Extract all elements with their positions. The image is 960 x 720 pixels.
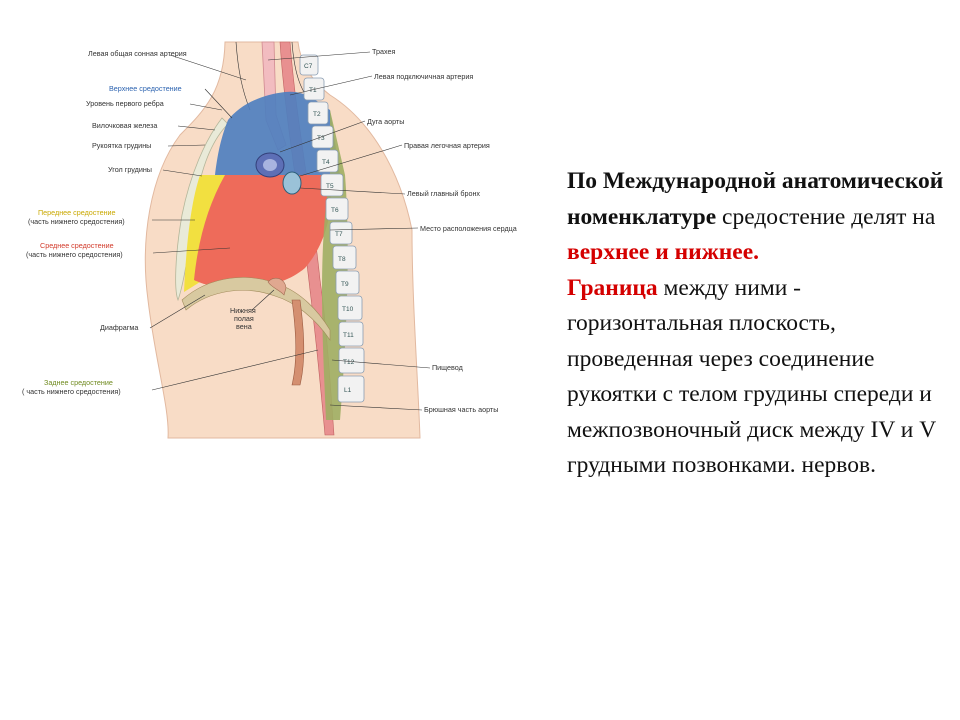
- diaphragm-shape: [181, 277, 331, 341]
- label-first-rib-level: Уровень первого ребра: [86, 99, 164, 108]
- ivc-shape: [267, 277, 287, 296]
- label-thymus: Вилочковая железа: [92, 121, 157, 130]
- label-abdominal-aorta: Брюшная часть аорты: [424, 405, 498, 414]
- label-middle-mediastinum: Среднее средостение: [40, 241, 114, 250]
- label-manubrium: Рукоятка грудины: [92, 141, 151, 150]
- leader-lines: [149, 51, 431, 411]
- descending-aorta-shape: [291, 299, 305, 386]
- vertebra-label: T10: [342, 306, 354, 313]
- text-boundary-desc: между ними - горизонтальная плоскость, п…: [567, 274, 936, 479]
- vertebra-label: T12: [343, 359, 355, 366]
- text-boundary: Граница: [567, 274, 658, 301]
- label-ivc-line1: Нижняя: [230, 306, 256, 315]
- vertebra-label: T4: [322, 159, 330, 166]
- text-nomenclature: По Международной анатомической номенклат…: [567, 168, 944, 230]
- label-diaphragm: Диафрагма: [100, 323, 138, 332]
- vertebra-label: T9: [341, 281, 349, 288]
- text-divide: средостение делят на: [716, 203, 936, 230]
- text-upper-lower: верхнее и нижнее.: [567, 239, 760, 265]
- mediastinum-diagram: C7 T1 T2 T3 T4 T5 T6 T7 T8 T9 T10 T11 T1…: [22, 41, 517, 439]
- label-posterior-mediastinum-note: ( часть нижнего средостения): [22, 387, 121, 396]
- label-left-main-bronchus: Левый главный бронх: [407, 189, 480, 198]
- label-sternal-angle: Угол грудины: [108, 165, 152, 174]
- label-trachea: Трахея: [372, 47, 395, 56]
- vertebra-label: T2: [313, 111, 321, 118]
- vertebra-label: T11: [343, 332, 354, 339]
- bronchus-shape: [282, 171, 302, 195]
- vertebra-label: T5: [326, 183, 334, 190]
- label-ivc-line2: полая: [234, 314, 254, 323]
- vertebra-label: T8: [338, 256, 346, 263]
- vertebra-label: C7: [304, 63, 313, 70]
- label-aortic-arch: Дуга аорты: [367, 117, 404, 126]
- label-left-common-carotid: Левая общая сонная артерия: [88, 49, 187, 58]
- label-anterior-mediastinum-note: (часть нижнего средостения): [28, 217, 125, 226]
- sternum-shape: [175, 117, 229, 302]
- vertebra-label: T3: [317, 135, 325, 142]
- label-left-subclavian: Левая подключичная артерия: [374, 72, 473, 81]
- vertebral-column: [299, 54, 365, 403]
- label-pericardium: Место расположения сердца: [420, 224, 517, 233]
- middle-mediastinum-region: [194, 175, 332, 289]
- label-esophagus: Пищевод: [432, 363, 464, 372]
- vertebra-label: T7: [335, 231, 343, 238]
- vertebra-label: L1: [344, 387, 352, 394]
- description-text: По Международной анатомической номенклат…: [567, 164, 952, 484]
- label-anterior-mediastinum: Переднее средостение: [38, 208, 116, 217]
- vertebra-label: T6: [331, 207, 339, 214]
- label-ivc-line3: вена: [236, 322, 252, 331]
- label-posterior-mediastinum: Заднее средостение: [44, 378, 113, 387]
- label-middle-mediastinum-note: (часть нижнего средостения): [26, 250, 123, 259]
- vertebra-labels: C7 T1 T2 T3 T4 T5 T6 T7 T8 T9 T10 T11 T1…: [304, 63, 355, 394]
- vertebra-label: T1: [309, 87, 317, 94]
- label-right-pulmonary-artery: Правая легочная артерия: [404, 141, 490, 150]
- label-superior-mediastinum: Верхнее средостение: [109, 84, 182, 93]
